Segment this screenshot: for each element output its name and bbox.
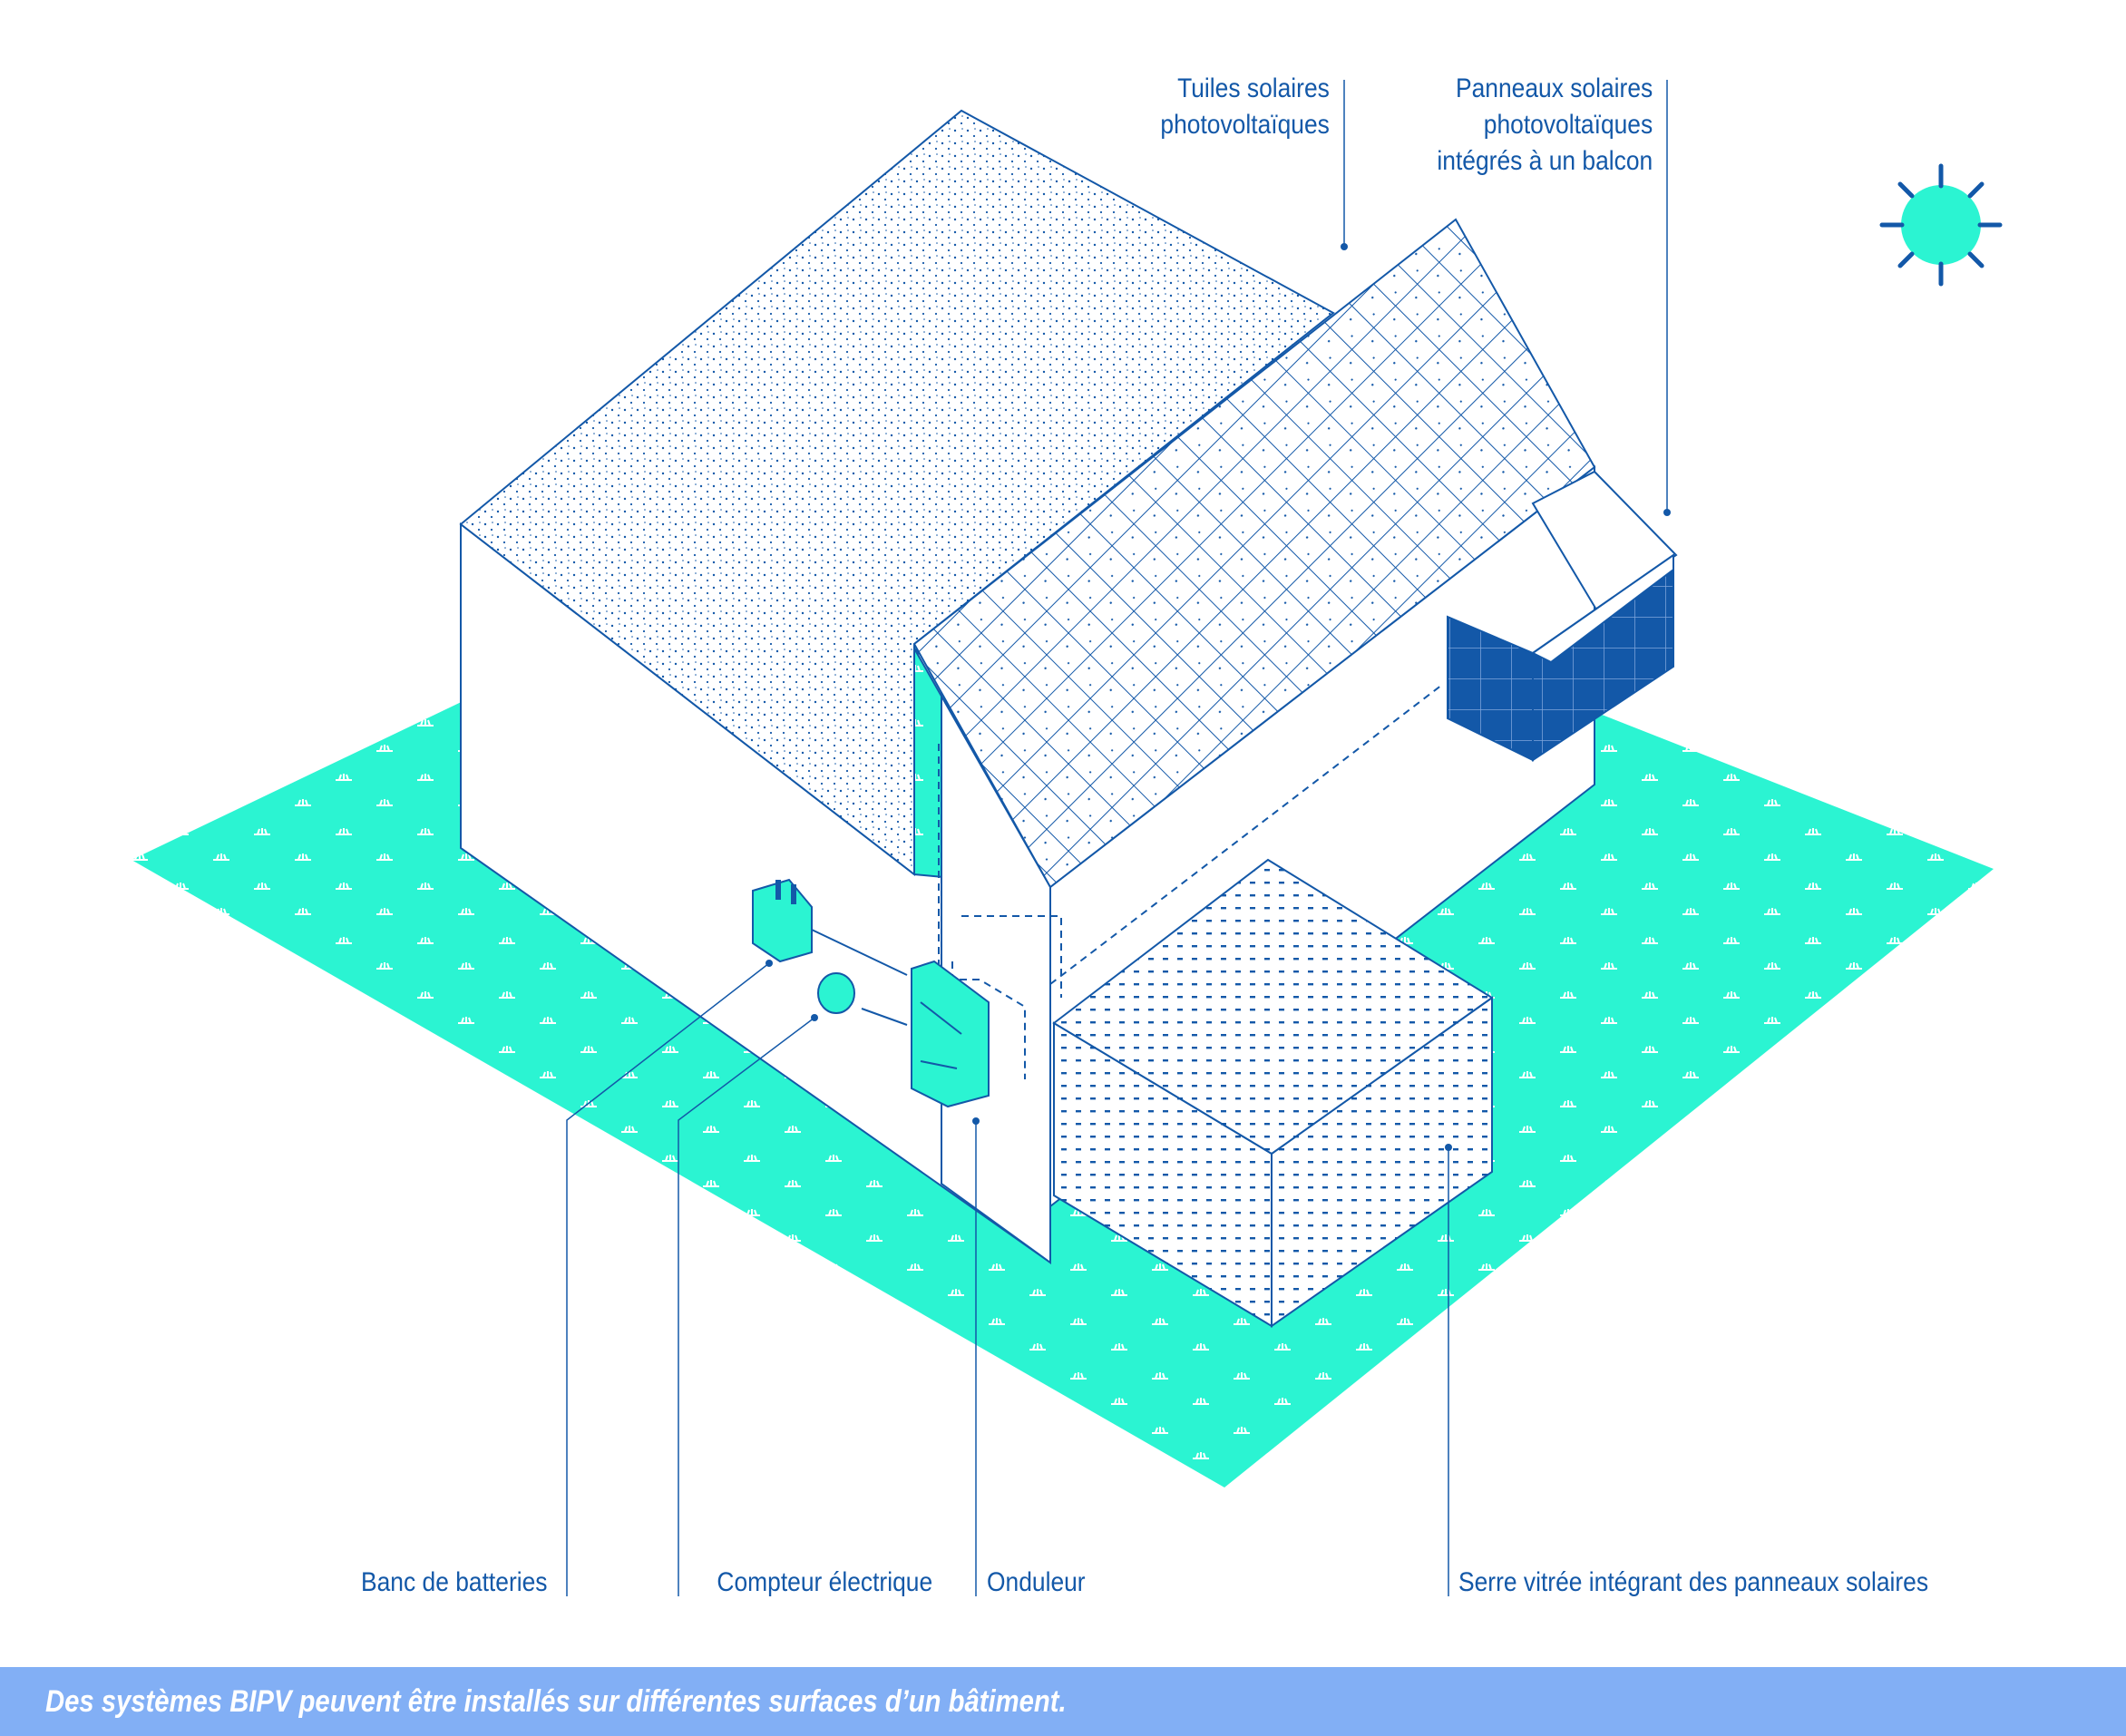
label-solar-tiles-line2: photovoltaïques (1160, 110, 1330, 140)
label-balcony-panels-line2: photovoltaïques (1483, 110, 1653, 140)
battery-bank (752, 878, 813, 963)
label-balcony-panels: Panneaux solaires photovoltaïques intégr… (1437, 71, 1653, 180)
bipv-house-illustration (132, 80, 2003, 1596)
solar-tile-roof (459, 109, 1335, 877)
label-solar-tiles: Tuiles solaires photovoltaïques (1161, 71, 1330, 143)
inverter (911, 960, 990, 1108)
wiring (938, 684, 1443, 1079)
label-balcony-panels-line3: intégrés à un balcon (1437, 146, 1653, 176)
leader-lines (566, 80, 1668, 1596)
caption-bar: Des systèmes BIPV peuvent être installés… (0, 1667, 2126, 1736)
balcony-panel-top (1531, 553, 1674, 664)
label-solar-tiles-line1: Tuiles solaires (1177, 73, 1330, 103)
caption-text: Des systèmes BIPV peuvent être installés… (45, 1684, 1067, 1719)
electric-meter (817, 972, 855, 1014)
sun-icon (1879, 163, 2003, 287)
label-electric-meter: Compteur électrique (717, 1567, 932, 1597)
greenhouse-roof (1052, 858, 1494, 1156)
label-inverter: Onduleur (987, 1567, 1086, 1597)
solar-tile-roof-grid (912, 218, 1596, 889)
label-battery-bank: Banc de batteries (360, 1567, 547, 1597)
label-greenhouse: Serre vitrée intégrant des panneaux sola… (1458, 1567, 1929, 1597)
balcony-floor (1531, 470, 1678, 611)
label-balcony-panels-line1: Panneaux solaires (1455, 73, 1653, 103)
